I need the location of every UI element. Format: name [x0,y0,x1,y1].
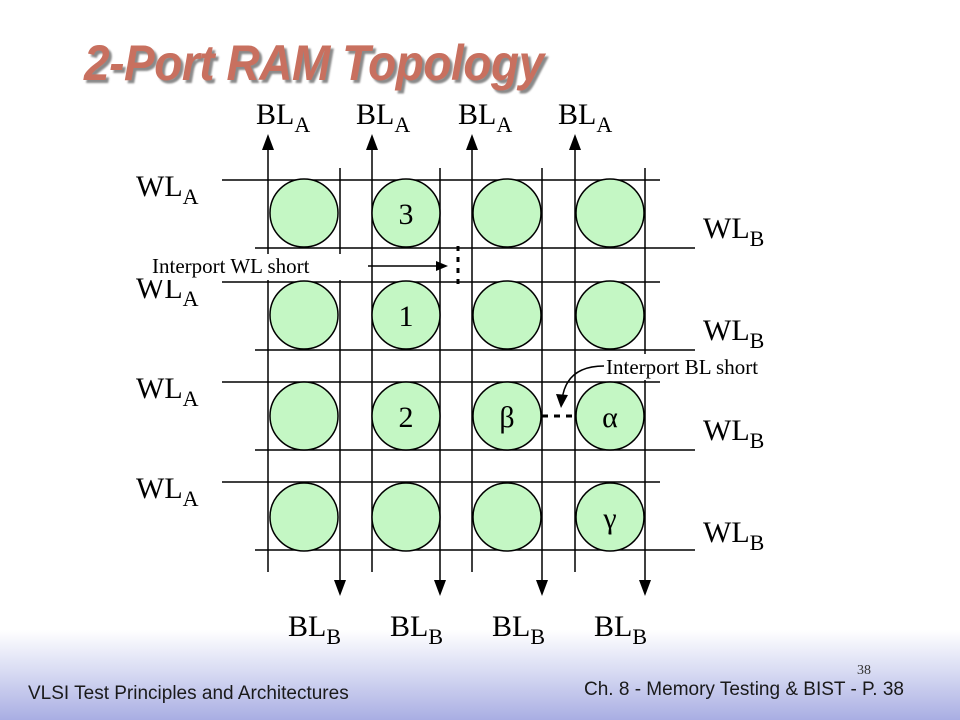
cell-label-alpha: α [602,401,618,434]
cell-r1c2 [472,280,542,350]
bitline-b-label: BLB [492,610,545,649]
cell-r1c1 [371,280,441,350]
wordlines-b [255,247,695,551]
interport-wl-short-annotation: Interport WL short [150,246,460,284]
wordline-b-label: WLB [703,414,764,453]
cell-r3c3 [575,482,645,552]
cell-label-beta: β [499,401,514,434]
cell-r3c2 [472,482,542,552]
bitline-b-label: BLB [594,610,647,649]
cell-r3c0 [269,482,339,552]
cell-label-3: 3 [399,198,414,231]
bitline-a-label: BLA [558,98,612,137]
interport-wl-short-label: Interport WL short [152,254,310,278]
footer-chapter-page: Ch. 8 - Memory Testing & BIST - P. 38 [584,679,904,700]
wordline-a-labels: WLA WLA WLA WLA [136,170,199,511]
wordline-a-label: WLA [136,372,199,411]
cell-r0c2 [472,178,542,248]
cell-labels: 3 1 2 β α γ [399,198,619,535]
memory-cells [269,178,645,552]
wordline-b-labels: WLB WLB WLB WLB [703,212,764,555]
cell-r1c0 [269,280,339,350]
bitline-b-label: BLB [288,610,341,649]
cell-r2c0 [269,381,339,451]
bitline-a-label: BLA [458,98,512,137]
cell-r0c1 [371,178,441,248]
bitline-b-label: BLB [390,610,443,649]
bitline-a-labels: BLA BLA BLA BLA [256,98,612,137]
cell-r0c0 [269,178,339,248]
cell-r0c3 [575,178,645,248]
wordline-b-label: WLB [703,516,764,555]
footer-course-title: VLSI Test Principles and Architectures [28,683,349,704]
cell-label-1: 1 [399,300,414,333]
cell-label-gamma: γ [602,502,616,535]
interport-bl-short-label: Interport BL short [606,355,758,379]
bitline-b-labels: BLB BLB BLB BLB [288,610,647,649]
bitline-a-label: BLA [356,98,410,137]
wordline-a-label: WLA [136,472,199,511]
bitline-a-label: BLA [256,98,310,137]
cell-r2c2 [472,381,542,451]
wordline-b-label: WLB [703,212,764,251]
slide-title: 2-Port RAM Topology [84,35,544,91]
cell-label-2: 2 [399,401,414,434]
wordline-a-label: WLA [136,170,199,209]
footer-band [0,630,960,720]
cell-r2c3 [575,381,645,451]
cell-r3c1 [371,482,441,552]
wordline-b-label: WLB [703,314,764,353]
slide-number: 38 [857,663,871,678]
cell-r2c1 [371,381,441,451]
interport-bl-short-annotation: Interport BL short [542,354,810,418]
cell-r1c3 [575,280,645,350]
